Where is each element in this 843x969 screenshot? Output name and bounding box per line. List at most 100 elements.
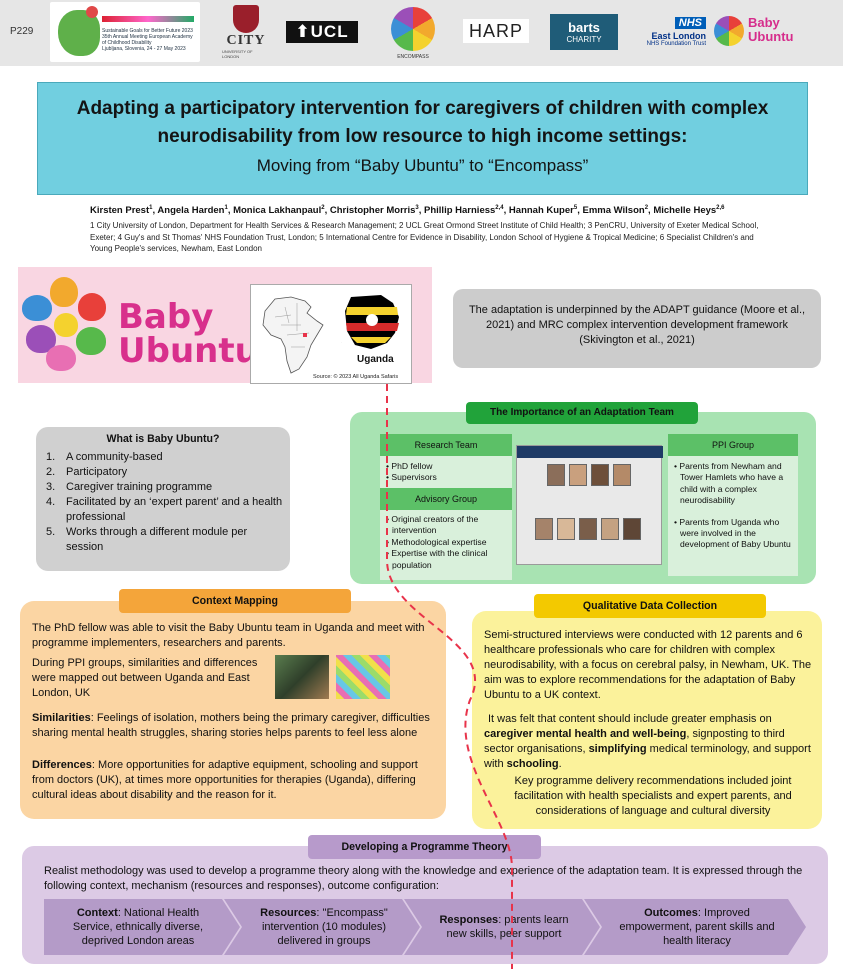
nhs-line1: East London: [651, 31, 707, 41]
ppi-group-list: • Parents from Newham and Tower Hamlets …: [674, 461, 796, 551]
colourful-hands-icon: [22, 275, 110, 373]
harp-logo: HARP: [463, 19, 529, 43]
nhs-east-london-logo: NHS East London NHS Foundation Trust: [632, 12, 706, 52]
encompass-name: ENCOMPASS: [397, 53, 429, 60]
context-similarities: Similarities: Feelings of isolation, mot…: [32, 712, 430, 739]
sticky-notes-photo: [336, 655, 390, 699]
advisory-item: • Original creators of the intervention: [386, 514, 479, 536]
outcomes-step: Outcomes: Improved empowerment, parent s…: [584, 899, 806, 955]
what-is-list: 1.A community-based 2.Participatory 3.Ca…: [46, 450, 284, 555]
list-item: 3.Caregiver training programme: [46, 481, 213, 493]
city-university-logo: CITY UNIVERSITY OF LONDON: [222, 2, 270, 62]
research-advisory-column: Research Team • PhD fellow • Supervisors…: [380, 434, 512, 580]
qualitative-title: Qualitative Data Collection: [534, 594, 766, 618]
team-photos-image: [516, 445, 663, 565]
responses-step: Responses: parents learn new skills, pee…: [404, 899, 600, 955]
poster-subtitle: Moving from “Baby Ubuntu” to “Encompass”: [256, 156, 589, 175]
nhs-badge: NHS: [674, 17, 706, 29]
list-item: 4.Facilitated by an ‘expert parent’ and …: [46, 496, 283, 523]
what-is-baby-ubuntu-box: What is Baby Ubuntu? 1.A community-based…: [36, 427, 290, 571]
poster-id: P229: [10, 26, 34, 37]
author-affiliation-mark: 1: [224, 205, 228, 211]
adaptation-team-title: The Importance of an Adaptation Team: [466, 402, 698, 424]
eacd-subtitle: 35th Annual Meeting European Academy of …: [102, 34, 193, 46]
resources-step: Resources: "Encompass" intervention (10 …: [224, 899, 420, 955]
dragon-mascot-icon: [58, 6, 100, 56]
advisory-item: • Methodological expertise: [386, 536, 487, 547]
eacd-year: 2023: [181, 28, 193, 34]
baby-ubuntu-logo-small: Baby Ubuntu: [714, 8, 794, 56]
uganda-flag-map-icon: [341, 295, 399, 349]
photo-slide-header: [517, 446, 663, 458]
author-name: Hannah Kuper5: [508, 205, 578, 217]
author-name: Emma Wilson2: [582, 205, 649, 217]
advisory-group-list: • Original creators of the intervention …: [386, 514, 510, 571]
qualitative-paragraph-2: It was felt that content should include …: [484, 713, 811, 770]
list-item: 2.Participatory: [46, 466, 128, 478]
context-step: Context: National Health Service, ethnic…: [44, 899, 240, 955]
author-list: Kirsten Prest1, Angela Harden1, Monica L…: [90, 205, 725, 217]
list-item: 1.A community-based: [46, 451, 163, 463]
context-differences: Differences: More opportunities for adap…: [32, 759, 418, 801]
author-name: Michelle Heys2,6: [653, 205, 725, 217]
uganda-map: Uganda Source: © 2023 All Uganda Safaris: [250, 284, 412, 384]
baby-ubuntu-wordmark: Baby Ubuntu: [118, 300, 259, 368]
eacd-logo: Sustainable Goals for Better Future 2023…: [50, 2, 200, 62]
eacd-place: Ljubljana, Slovenia, 24 - 27 May 2023: [102, 46, 186, 52]
advisory-group-heading: Advisory Group: [380, 488, 512, 510]
author-affiliation-mark: 3: [415, 205, 419, 211]
author-name: Angela Harden1: [157, 205, 228, 217]
wordmark-line2: Ubuntu: [118, 331, 259, 371]
baby-ubuntu-hands-icon: [714, 16, 744, 46]
map-source: Source: © 2023 All Uganda Safaris: [313, 374, 399, 380]
context-mapping-panel: [20, 601, 446, 819]
map-label-uganda: Uganda: [357, 354, 394, 365]
qualitative-paragraph-3: Key programme delivery recommendations i…: [514, 775, 792, 817]
research-team-list: • PhD fellow • Supervisors: [386, 461, 508, 484]
encompass-logo: ENCOMPASS: [385, 2, 441, 64]
city-name: CITY: [226, 33, 266, 48]
list-item: 5.Works through a different module per s…: [46, 526, 248, 553]
author-name: Kirsten Prest1: [90, 205, 153, 217]
advisory-item: • Expertise with the clinical population: [386, 548, 488, 570]
title-panel: Adapting a participatory intervention fo…: [37, 82, 808, 195]
author-affiliation-mark: 5: [573, 205, 578, 211]
ucl-logo: ⬆UCL: [286, 21, 358, 43]
author-name: Monica Lakhanpaul2: [233, 205, 325, 217]
author-name: Phillip Harniess2,4: [424, 205, 504, 217]
author-affiliation-mark: 1: [149, 205, 153, 211]
context-paragraph-1: The PhD fellow was able to visit the Bab…: [32, 622, 425, 649]
author-affiliation-mark: 2,6: [716, 205, 725, 211]
eacd-logo-text: Sustainable Goals for Better Future 2023…: [102, 28, 198, 52]
encompass-hands-icon: [391, 6, 435, 51]
research-team-heading: Research Team: [380, 434, 512, 456]
affiliations: 1 City University of London, Department …: [90, 221, 759, 254]
ppi-group-heading: PPI Group: [668, 434, 798, 456]
city-sub: UNIVERSITY OF LONDON: [222, 49, 253, 59]
author-affiliation-mark: 2,4: [495, 205, 504, 211]
qualitative-panel: [472, 611, 822, 829]
context-mapping-title: Context Mapping: [119, 589, 351, 613]
ppi-item: • Parents from Newham and Tower Hamlets …: [674, 461, 784, 506]
city-crest-icon: [233, 5, 259, 33]
poster-title: Adapting a participatory intervention fo…: [76, 98, 769, 147]
programme-theory-title: Developing a Programme Theory: [308, 835, 541, 859]
author-name: Christopher Morris3: [329, 205, 419, 217]
eacd-banner-graphic: [102, 16, 194, 22]
research-item: • Supervisors: [386, 472, 437, 483]
research-item: • PhD fellow: [386, 461, 433, 471]
qualitative-paragraph-1: Semi-structured interviews were conducte…: [484, 629, 812, 701]
wordmark-line1: Baby: [118, 297, 214, 337]
author-affiliation-mark: 2: [644, 205, 649, 211]
workshop-photo: [275, 655, 329, 699]
author-affiliation-mark: 2: [321, 205, 325, 211]
ppi-group-column: PPI Group • Parents from Newham and Towe…: [668, 434, 798, 576]
barts-charity-logo: barts CHARITY: [550, 14, 618, 50]
ppi-item: • Parents from Uganda who were involved …: [674, 516, 791, 550]
context-paragraph-2: During PPI groups, similarities and diff…: [32, 657, 258, 699]
eacd-title: Sustainable Goals for Better Future: [102, 28, 181, 34]
barts-name: barts: [568, 20, 600, 35]
programme-theory-text: Realist methodology was used to develop …: [44, 865, 803, 892]
barts-sub: CHARITY: [566, 35, 602, 44]
adapt-guidance-box: The adaptation is underpinned by the ADA…: [453, 289, 821, 368]
